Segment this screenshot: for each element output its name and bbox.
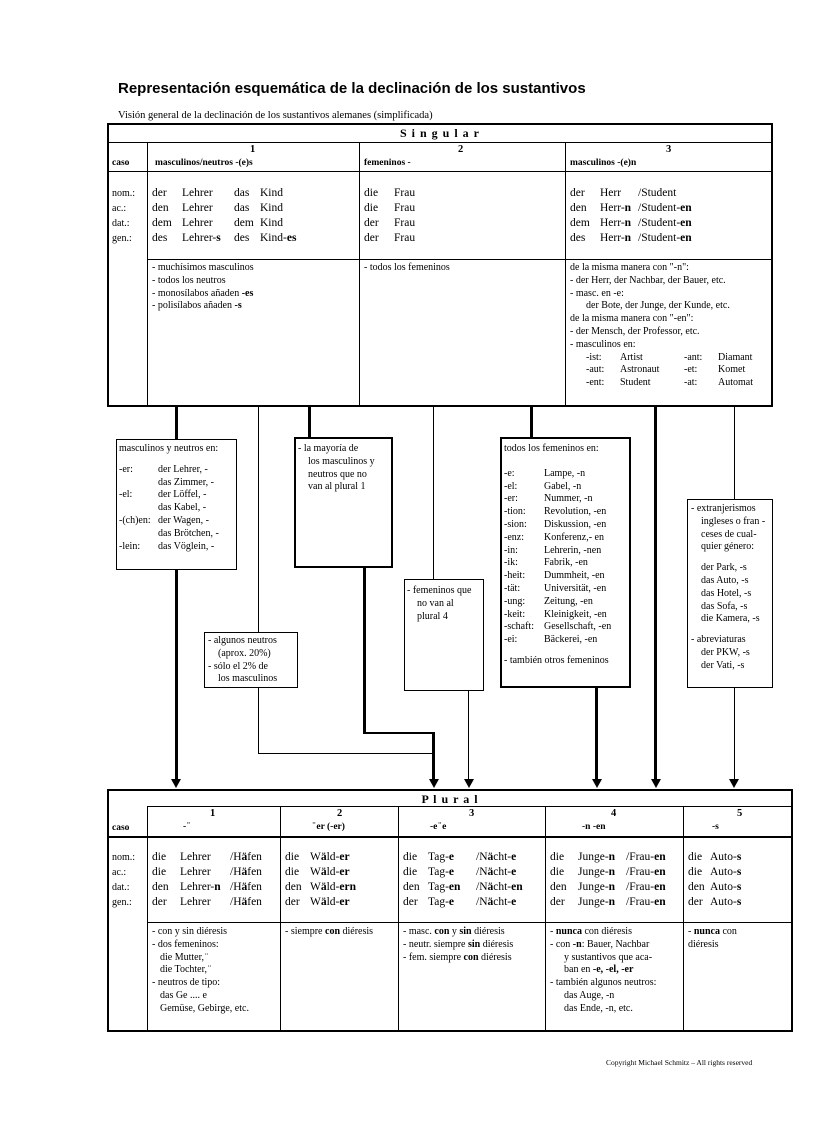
singular-table [107,123,773,407]
singular-col2-label: femeninos - [364,158,411,168]
plural-col1-number: 1 [210,808,216,819]
connector-8 [734,407,735,499]
plural-table [107,789,793,1032]
plural-col5-ending: -s [712,822,719,832]
plural-col5-number: 5 [737,808,743,819]
connector-7 [654,407,657,780]
connector-2 [258,407,259,632]
plural-header: P l u r a l [421,792,479,806]
arrow-plural-1 [171,779,181,788]
box-todos-femeninos [500,437,631,688]
plural-col3-ending: -e ̈ e [430,822,447,832]
plural-col2-ending: ̈ er (-er) [314,822,345,832]
plural-col1-notes: - con y sin diéresis - dos femeninos: di… [152,926,249,1014]
singular-col1-number: 1 [250,144,256,155]
box-mayoria-masculinos [294,437,393,568]
plural-cases: nom.:ac.: dat.:gen.: [112,852,136,908]
connector-4 [433,407,434,579]
plural-col2-notes: - siempre con diéresis [285,926,374,937]
singular-header: S i n g u l a r [399,126,480,140]
plural-col1-ending: - ̈ [183,822,189,832]
plural-col2-number: 2 [337,808,343,819]
singular-col3-number: 3 [666,144,672,155]
connector-6 [530,407,533,439]
plural-col4-ending: -n -en [582,822,606,832]
singular-col1-notes: - muchísimos masculinos - todos los neut… [152,262,254,312]
box-femeninos-no-plural [404,579,484,691]
plural-col4-notes: - nunca con diéresis - con -n: Bauer, Na… [550,926,657,1014]
singular-col1-label: masculinos/neutros -(e)s [155,158,253,168]
connector-5 [468,691,469,780]
box-algunos-neutros [204,632,298,688]
arrow-plural-3b [464,779,474,788]
page-title: Representación esquemática de la declina… [118,80,586,97]
connector-1 [175,407,178,439]
arrow-plural-3a [429,779,439,788]
plural-col3-notes: - masc. con y sin diéresis - neutr. siem… [403,926,514,963]
singular-col2-number: 2 [458,144,464,155]
singular-cases: nom.:ac.: dat.:gen.: [112,188,136,244]
box-masc-neutros [116,439,237,570]
copyright: Copyright Michael Schmitz – All rights r… [606,1058,753,1067]
singular-caso-label: caso [112,158,130,168]
plural-col5-notes: - nunca con diéresis [688,926,737,950]
arrow-plural-5 [729,779,739,788]
arrow-plural-4a [592,779,602,788]
page-subtitle: Visión general de la declinación de los … [118,110,433,121]
singular-col2-notes: - todos los femeninos [364,262,450,273]
arrow-plural-4b [651,779,661,788]
singular-col3-notes: de la misma manera con "-n": - der Herr,… [570,262,753,389]
singular-col3-label: masculinos -(e)n [570,158,637,168]
plural-col3-number: 3 [469,808,475,819]
plural-caso-label: caso [112,823,130,833]
plural-col4-number: 4 [611,808,617,819]
box-extranjerismos [687,499,773,688]
connector-3 [308,407,311,439]
